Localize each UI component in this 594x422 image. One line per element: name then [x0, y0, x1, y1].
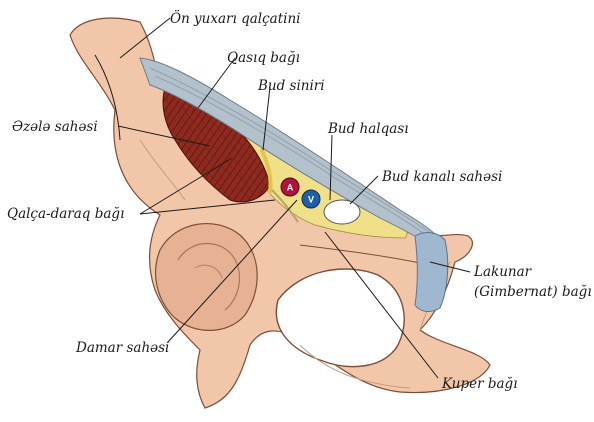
- femoral-artery: A: [281, 178, 299, 196]
- label-qalca-daraq-bagi: Qalça-daraq bağı: [7, 206, 124, 222]
- label-bud-kanali-sahesi: Bud kanalı sahəsi: [381, 169, 502, 185]
- obturator-foramen: [276, 269, 404, 367]
- acetabulum: [156, 224, 258, 331]
- label-qasiq-bagi: Qasıq bağı: [227, 50, 300, 66]
- label-lakunar: Lakunar: [473, 264, 533, 280]
- femoral-ring: [324, 200, 360, 224]
- femoral-vein: V: [302, 190, 320, 208]
- label-kuper-bagi: Kuper bağı: [441, 376, 518, 392]
- lacunar-ligament: [415, 233, 448, 312]
- artery-letter: A: [287, 183, 294, 193]
- label-gimbernat-bagi: (Gimbernat) bağı: [474, 284, 592, 300]
- label-bud-halqasi: Bud halqası: [327, 121, 409, 137]
- label-bud-siniri: Bud siniri: [257, 78, 325, 94]
- vein-letter: V: [308, 195, 314, 205]
- label-ezele-sahesi: Əzələ sahəsi: [12, 119, 98, 135]
- label-damar-sahesi: Damar sahəsi: [75, 340, 169, 356]
- label-on-yuxari-qalcatini: Ön yuxarı qalçatini: [170, 10, 300, 27]
